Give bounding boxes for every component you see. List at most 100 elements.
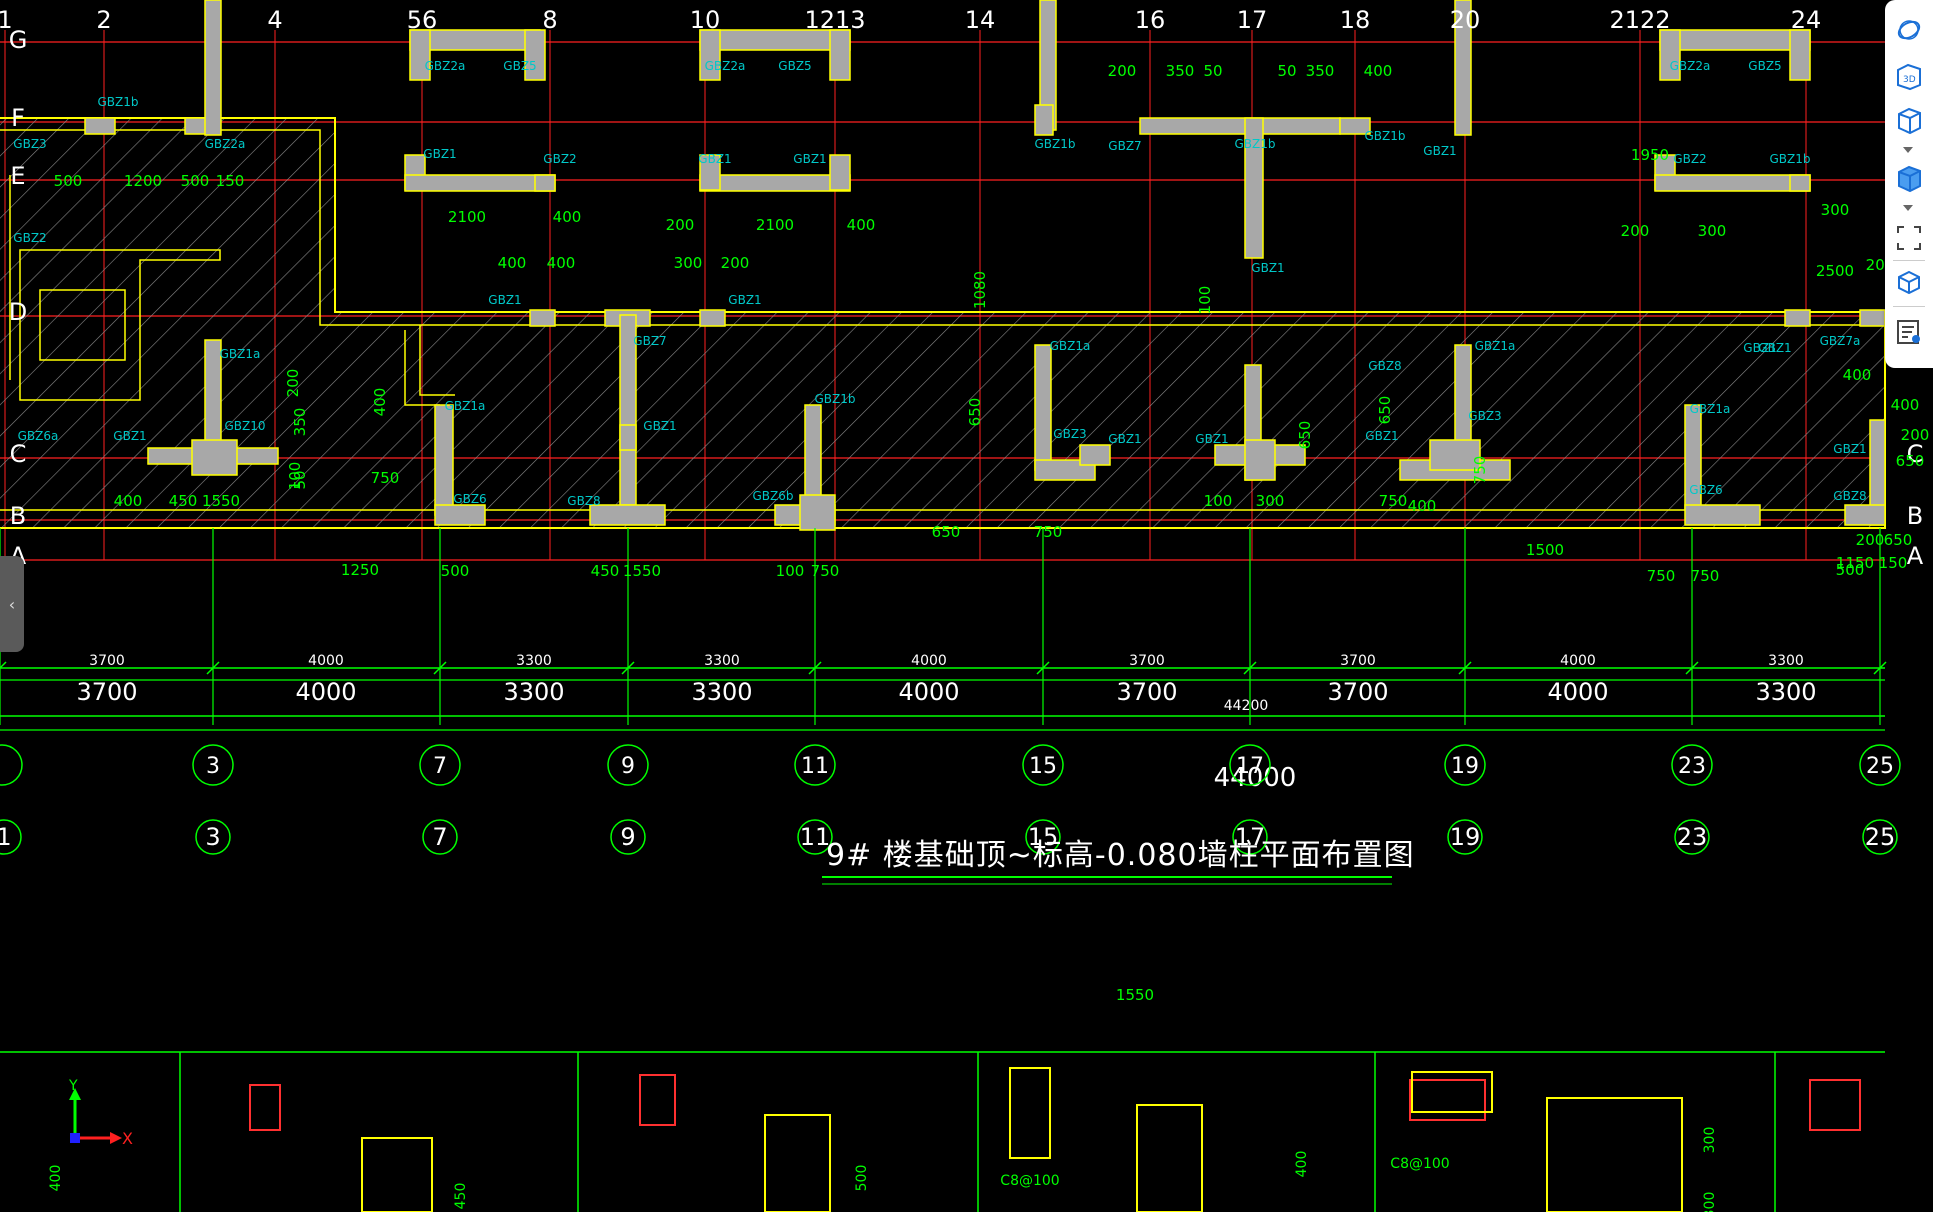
dimension-text: 1500 [1526,541,1564,559]
axis-label-right: B [1907,502,1923,530]
dimension-text: 750 [1034,523,1063,541]
detail-annotation: C8@100 [1000,1173,1059,1189]
wall-tag-label: GBZ1b [1769,152,1810,166]
caret-down-icon[interactable] [1902,204,1914,212]
zoom-extents-button[interactable] [1893,222,1925,254]
dimension-text: 100 [286,462,304,491]
axis-circle-label: 23 [1678,754,1706,779]
dimension-text: 500 [54,172,83,190]
wall-column-block [1844,504,1886,526]
wall-column-block [434,504,486,526]
span-dimension-small: 4000 [1560,653,1596,669]
layer-box-button[interactable] [1893,266,1925,298]
wall-tag-label: GBZ1a [445,399,486,413]
caret-down-icon[interactable] [1902,146,1914,154]
span-dimension-large: 4000 [295,678,356,706]
axis-label-top: 8 [542,6,557,34]
detail-annotation: C8@100 [1390,1156,1449,1172]
dimension-text: 300 [1698,222,1727,240]
detail-outline [1411,1071,1493,1113]
span-dimension-large: 3300 [691,678,752,706]
properties-list-button[interactable] [1893,316,1925,348]
axis-circle [1229,744,1271,786]
detail-outline [764,1114,831,1212]
dimension-text: 750 [811,562,840,580]
span-dimension-large: 4000 [898,678,959,706]
detail-rebar-section [249,1084,281,1131]
wall-tag-label: GBZ1 [113,429,146,443]
wall-tag-label: GBZ7a [1820,334,1861,348]
axis-circle-label: 25 [1866,754,1894,779]
dimension-text: 750 [1647,567,1676,585]
span-dimension-small: 3300 [1768,653,1804,669]
axis-label-left: B [10,502,26,530]
dimension-text: 200 [721,254,750,272]
view-cube-button[interactable] [1893,104,1925,136]
total-dimension-large: 44000 [1214,763,1297,793]
wall-tag-label: GBZ1b [97,95,138,109]
wall-tag-label: GBZ1 [1743,341,1776,355]
hatch-region [335,312,1885,528]
axis-label-top: 1 [0,6,13,34]
wall-tag-label: GBZ3 [1053,427,1086,441]
dimension-text: 300 [1256,492,1285,510]
dimension-text: 200 [1901,426,1930,444]
wall-tag-label: GBZ1 [1195,432,1228,446]
axis-circle-label: 17 [1236,754,1264,779]
wall-column-block [191,439,238,476]
detail-annotation: 450 [453,1183,469,1210]
shaded-cube-icon [1898,165,1921,193]
wall-column-block [1654,174,1811,192]
wall-column-block [434,404,454,516]
axis-circle [419,744,461,786]
orbit-button[interactable] [1893,14,1925,46]
3d-view-button[interactable]: 3D [1893,60,1925,92]
layer-box-icon [1898,270,1920,295]
wall-column-block [804,404,822,506]
wall-tag-label: GBZ1 [1108,432,1141,446]
svg-text:X: X [122,1129,133,1148]
axis-label-bottom: 9 [620,823,635,851]
axis-circle [794,744,836,786]
wall-tag-label: GBZ2 [543,152,576,166]
dimension-text: 450 [591,562,620,580]
tick-mark [1243,661,1257,675]
detail-annotation: 400 [48,1165,64,1192]
collapse-panel-tab[interactable]: ‹ [0,556,24,652]
axis-circle [192,744,234,786]
wall-tag-label: GBZ1a [1475,339,1516,353]
axis-circle-label: 9 [621,754,635,779]
span-dimension-small: 4000 [911,653,947,669]
dimension-text: 200 [1108,62,1137,80]
detail-outline [1546,1097,1683,1212]
wall-column-block [829,29,851,81]
wall-tag-label: GBZ5 [1748,59,1781,73]
wall-column-block [409,29,431,81]
dimension-text: 1080 [971,271,989,309]
wall-column-block [1789,174,1811,192]
wall-tag-label: GBZ1 [1758,341,1791,355]
axis-label-left: C [10,440,27,468]
tick-mark [433,661,447,675]
shaded-cube-button[interactable] [1893,162,1925,194]
wall-column-block [619,424,637,451]
axis-circle [797,819,833,855]
axis-circle [0,744,23,786]
dimension-text: 200 [666,216,695,234]
dimension-text: 400 [1843,366,1872,384]
axis-circle [1674,819,1710,855]
span-dimension-large: 3300 [503,678,564,706]
wall-column-block [1244,439,1276,481]
dimension-text: 750 [371,469,400,487]
detail-outline [361,1137,433,1212]
axis-label-top: 24 [1791,6,1822,34]
wall-tag-label: GBZ1a [1690,402,1731,416]
detail-outline [1009,1067,1051,1159]
wall-column-block [84,117,116,135]
axis-label-bottom: 3 [205,823,220,851]
dimension-text: 750 [1691,567,1720,585]
dimension-text: 650 [1376,396,1394,425]
span-dimension-small: 4000 [308,653,344,669]
dimension-text: 750 [1379,492,1408,510]
